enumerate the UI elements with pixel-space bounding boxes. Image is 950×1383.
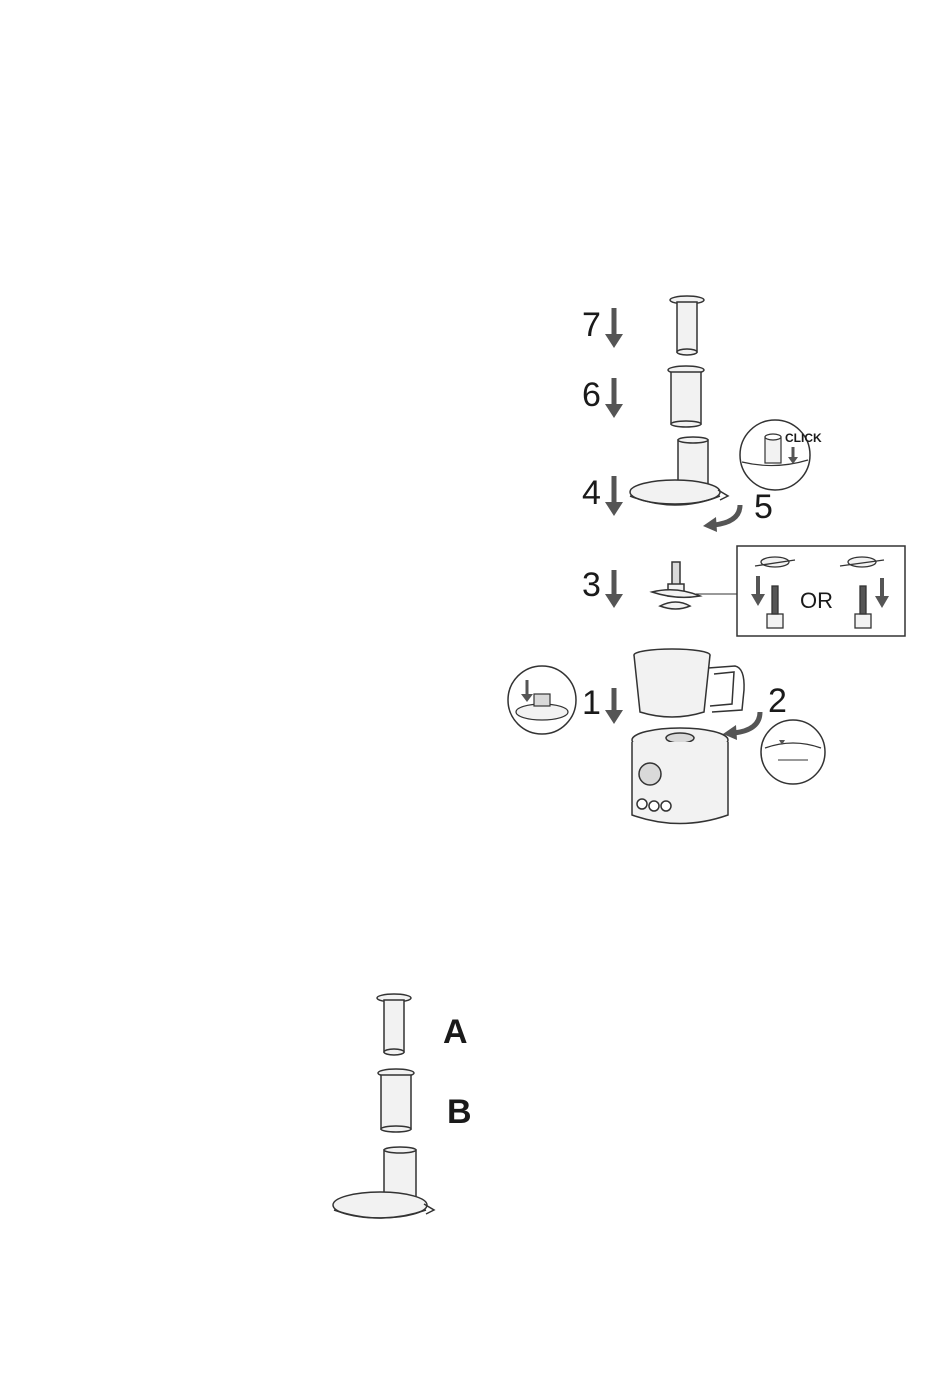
or-label: OR [800,590,833,612]
large-pusher-illustration [668,366,704,427]
part-b-label: B [447,1095,472,1129]
click-label: CLICK [785,432,822,444]
step-5-label: 5 [754,490,773,524]
base-spindle-detail-illustration [508,666,576,734]
arrow-down-icon [605,476,623,516]
rotate-arrow-icon [703,505,740,532]
arrow-down-icon [605,570,623,608]
step-3-label: 3 [582,568,601,602]
step-6-label: 6 [582,378,601,412]
step-7-label: 7 [582,308,601,342]
step-2-label: 2 [768,684,787,718]
pusher-b-illustration [378,1069,414,1132]
rotate-arrow-icon [723,712,760,740]
blade-assembly-illustration [652,562,700,609]
part-a-label: A [443,1015,468,1049]
step-1-label: 1 [582,686,601,720]
arrow-down-icon [605,688,623,724]
step-4-label: 4 [582,476,601,510]
processing-bowl-illustration [634,649,744,717]
motor-base-illustration [632,728,728,824]
arrow-down-icon [605,378,623,418]
pusher-a-illustration [377,994,411,1055]
lid-illustration [333,1147,434,1218]
lock-indicator-detail-illustration [761,720,825,784]
lid-with-feed-chute-illustration [630,437,728,505]
small-pusher-illustration [670,296,704,355]
arrow-down-icon [605,308,623,348]
